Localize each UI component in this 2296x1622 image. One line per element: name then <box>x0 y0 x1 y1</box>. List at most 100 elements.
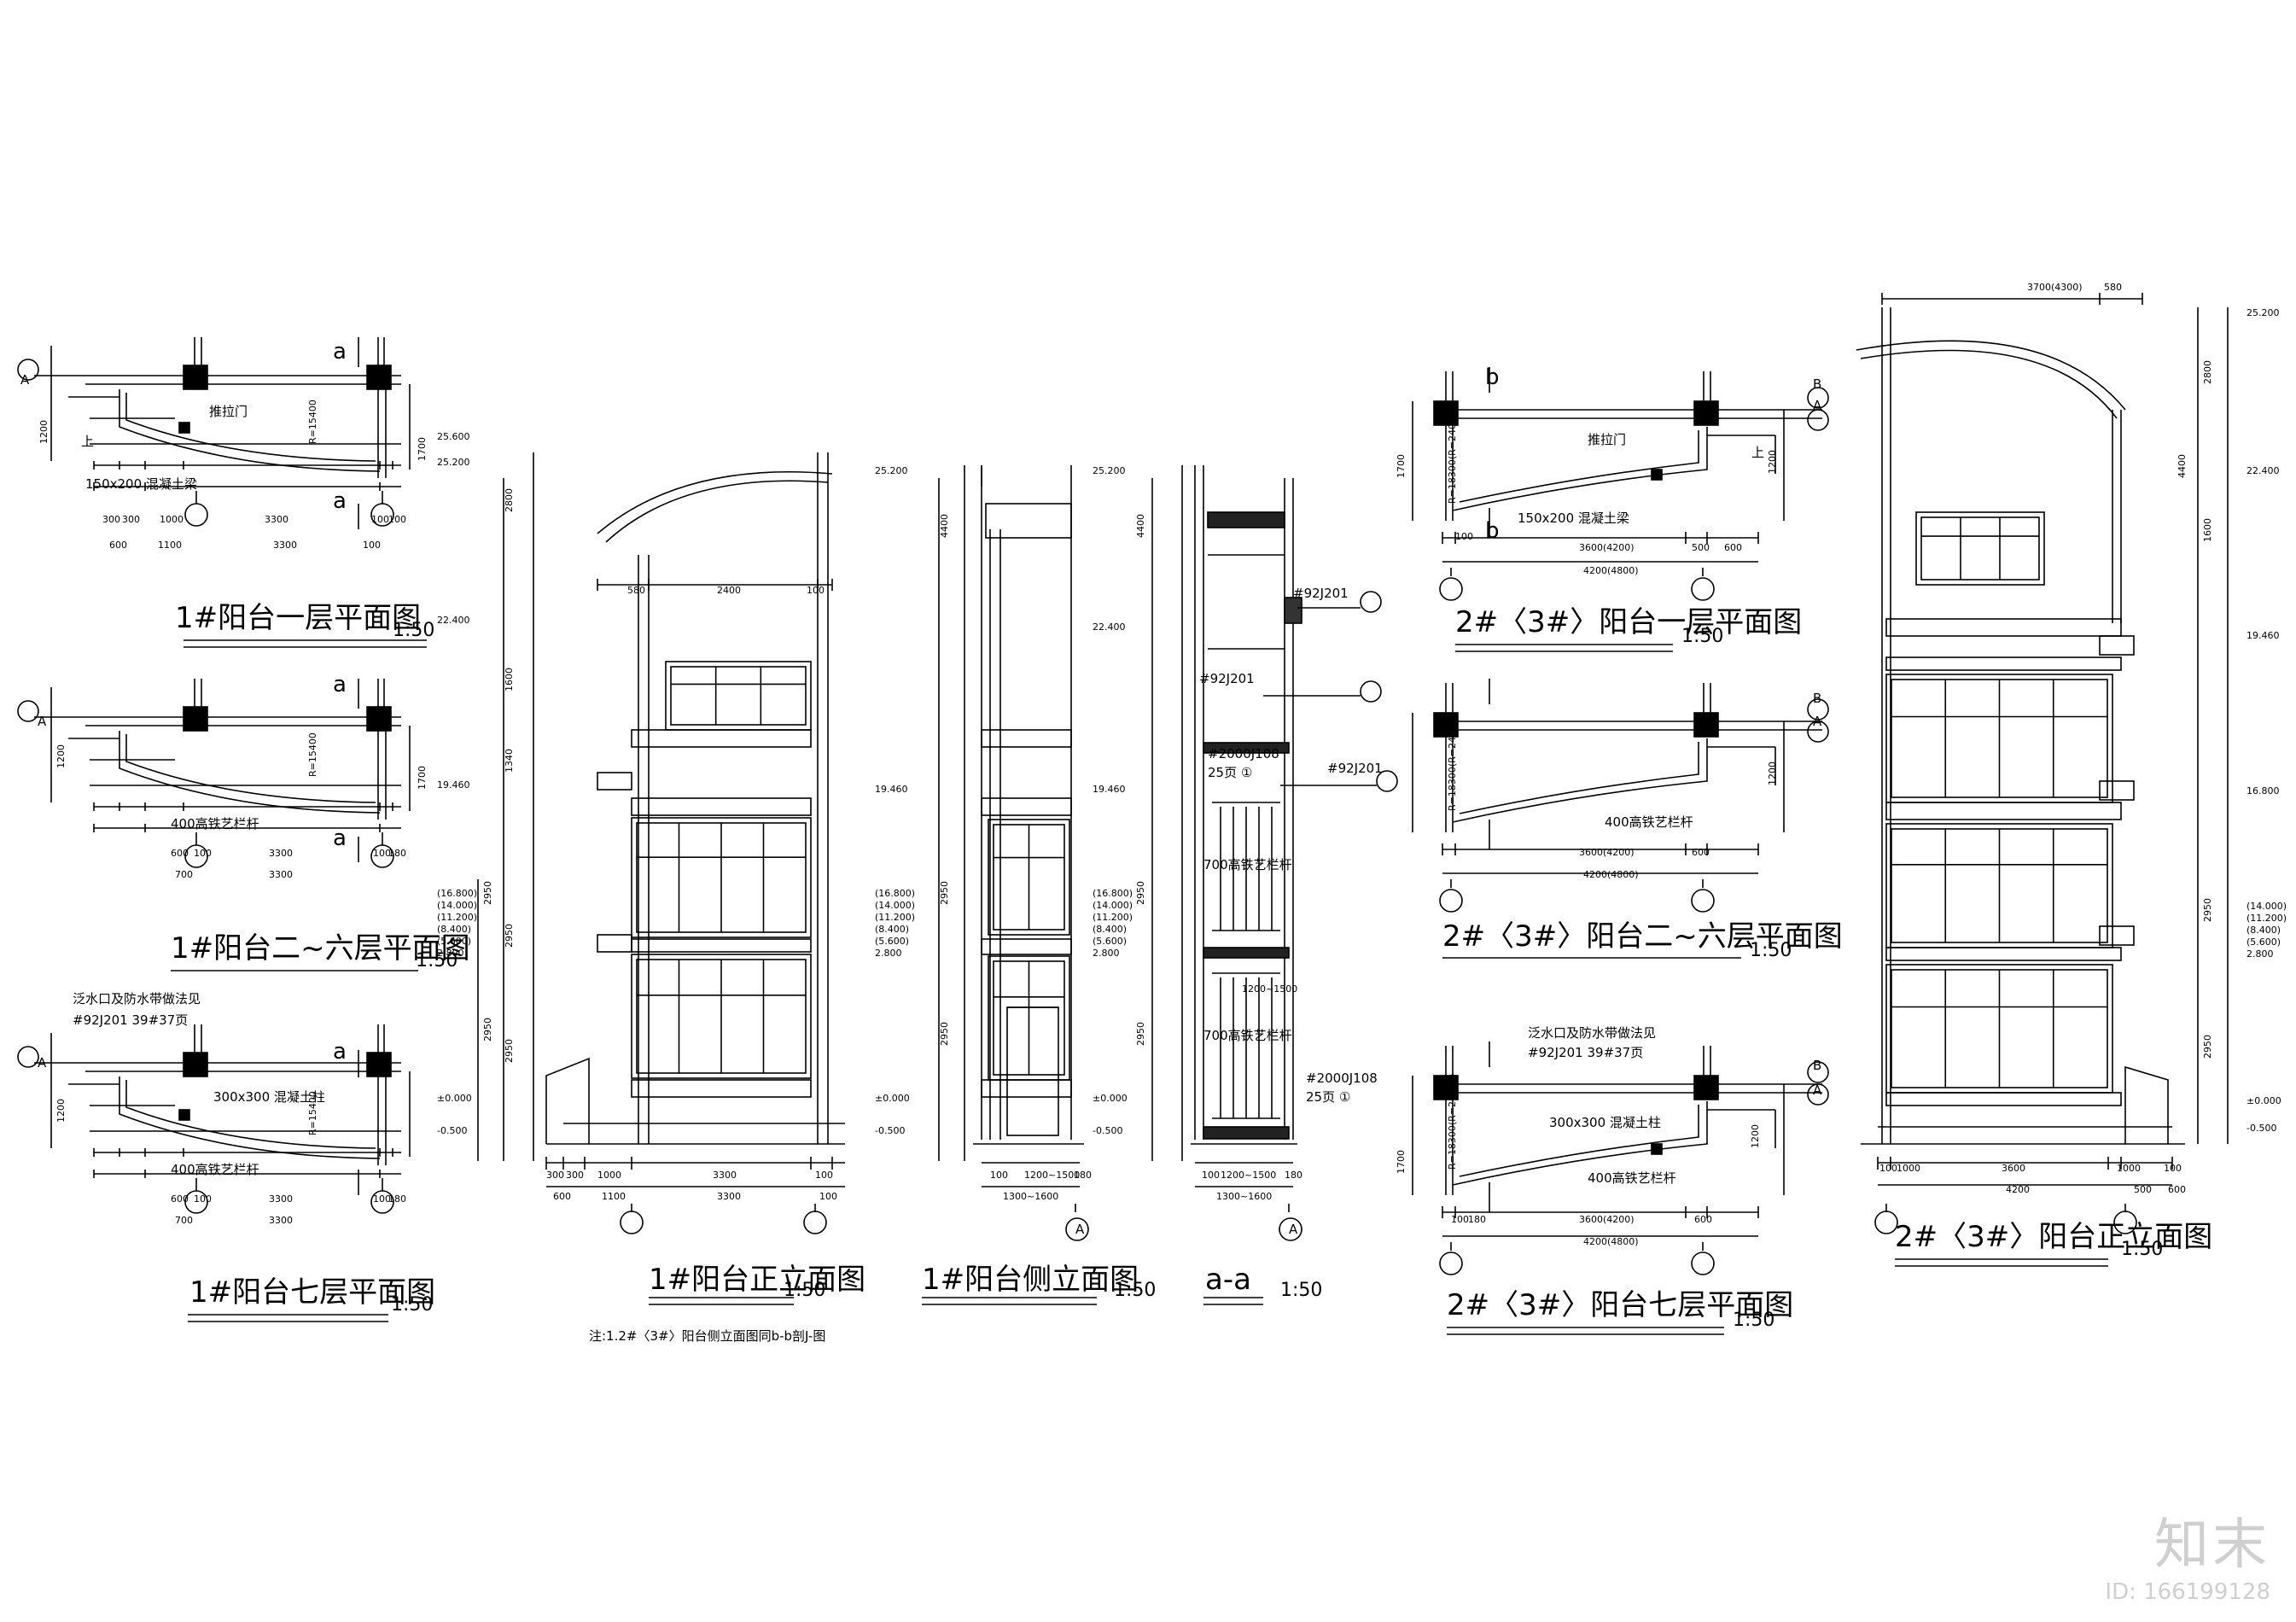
svg-text:(11.200): (11.200) <box>437 912 477 923</box>
svg-text:580: 580 <box>2104 282 2122 293</box>
axis-bubble <box>1874 1211 1898 1234</box>
column <box>366 1052 392 1077</box>
elevation-mark: 25.200 <box>437 457 470 468</box>
axis-bubble <box>1807 698 1829 721</box>
roof-slab <box>1207 511 1285 528</box>
elevation-mark: 16.800 <box>2246 785 2280 796</box>
svg-text:(11.200): (11.200) <box>1093 912 1133 923</box>
svg-text:300: 300 <box>546 1170 564 1181</box>
svg-text:(16.800): (16.800) <box>437 888 477 899</box>
section-mark-a: a <box>333 672 347 697</box>
svg-text:4400: 4400 <box>2177 454 2188 478</box>
svg-text:2.800: 2.800 <box>875 948 902 959</box>
elevation-stack: (16.800) (14.000) (11.200) (8.400) (5.60… <box>1093 888 1133 959</box>
svg-text:(5.600): (5.600) <box>2246 936 2281 948</box>
window <box>988 955 1070 1081</box>
svg-text:100: 100 <box>194 848 212 859</box>
roof-arc <box>605 480 829 543</box>
axis-bubble <box>1807 387 1829 409</box>
axis-bubble <box>1807 721 1829 743</box>
column <box>1693 1075 1719 1100</box>
svg-text:1100: 1100 <box>158 540 182 551</box>
window <box>1885 964 2113 1094</box>
label-ref-2000: #2000J108 <box>1306 1071 1378 1086</box>
svg-text:180: 180 <box>1285 1170 1302 1181</box>
svg-text:600: 600 <box>109 540 127 551</box>
svg-text:2950: 2950 <box>504 924 515 948</box>
slab-band <box>1885 947 2122 961</box>
elevation-mark: 25.200 <box>875 465 908 476</box>
slab-band <box>1885 802 2122 820</box>
window <box>1885 674 2113 803</box>
floor-slab <box>1203 947 1290 959</box>
title-1-front-elevation: 1#阳台正立面图 <box>649 1263 865 1297</box>
window-frame <box>1920 516 2040 581</box>
svg-text:(14.000): (14.000) <box>1093 900 1133 911</box>
window <box>1885 823 2113 948</box>
label-column: 300x300 混凝土柱 <box>1549 1115 1661 1130</box>
svg-text:4200(4800): 4200(4800) <box>1583 565 1639 576</box>
label-radius2: R=18300(R=24000) <box>1447 715 1458 811</box>
axis-bubble <box>1691 1252 1715 1275</box>
stair-wall <box>545 1057 590 1144</box>
svg-text:100: 100 <box>1451 1214 1469 1225</box>
axis-bubble <box>370 503 394 527</box>
svg-text:600: 600 <box>1724 542 1742 553</box>
svg-text:1000: 1000 <box>597 1170 621 1181</box>
dimension-row: 600 100 3300 100 180 700 3300 <box>171 848 406 880</box>
detail-callout <box>1360 591 1382 613</box>
svg-text:1000: 1000 <box>160 514 184 525</box>
elevation-mark: -0.500 <box>437 1125 467 1136</box>
roof-arc <box>1856 340 2126 411</box>
label-beam: 150x200 混凝土梁 <box>1518 511 1629 526</box>
axis-bubble <box>1439 1252 1463 1275</box>
label-radius: R=15400 <box>307 1091 318 1135</box>
svg-text:2.800: 2.800 <box>1093 948 1120 959</box>
slab-band <box>981 729 1072 748</box>
balcony-edge-inner <box>1459 430 1699 503</box>
balcony-edge <box>1452 1101 1708 1186</box>
label-door: 推拉门 <box>209 404 248 419</box>
label-ref-25: 25页 ① <box>1208 765 1252 780</box>
axis-bubble <box>1807 1083 1829 1106</box>
svg-text:300: 300 <box>122 514 140 525</box>
svg-text:1700: 1700 <box>1396 1150 1407 1174</box>
svg-text:100: 100 <box>1879 1163 1897 1174</box>
window-frame <box>670 666 807 726</box>
slab-band <box>631 729 812 748</box>
svg-text:(8.400): (8.400) <box>2246 925 2281 936</box>
axis-label-a: A <box>38 714 47 729</box>
column-small <box>1651 469 1663 481</box>
label-rail: 400高铁艺栏杆 <box>1588 1170 1676 1186</box>
axis-bubble <box>370 844 394 868</box>
svg-text:500: 500 <box>2134 1184 2152 1195</box>
svg-text:2950: 2950 <box>482 1018 493 1041</box>
svg-text:700: 700 <box>175 869 193 880</box>
svg-text:180: 180 <box>388 848 406 859</box>
dimension-row: 3700(4300) 580 100 1000 3600 1000 100 42… <box>1879 282 2186 1195</box>
svg-text:600: 600 <box>1694 1214 1712 1225</box>
svg-text:1100: 1100 <box>602 1191 626 1202</box>
svg-text:100: 100 <box>819 1191 837 1202</box>
axis-label-b: B <box>1813 691 1821 706</box>
title-2-floor7-plan: 2#〈3#〉阳台七层平面图 <box>1447 1288 1793 1322</box>
column <box>183 1052 208 1077</box>
balcony-edge-inner <box>125 393 376 462</box>
svg-text:600: 600 <box>171 848 189 859</box>
axis-label-a: A <box>1813 714 1822 729</box>
title-2-floor1-plan: 2#〈3#〉阳台一层平面图 <box>1455 605 1802 639</box>
detail-callout <box>1376 770 1398 792</box>
elevation-mark: 19.460 <box>875 784 908 795</box>
svg-text:1340: 1340 <box>504 749 515 773</box>
svg-text:600: 600 <box>1692 847 1710 858</box>
svg-text:4200(4800): 4200(4800) <box>1583 869 1639 880</box>
axis-bubble <box>17 700 39 722</box>
column <box>366 365 392 390</box>
svg-text:700: 700 <box>175 1215 193 1226</box>
elevation-stack: (16.800) (14.000) (11.200) (8.400) (5.60… <box>875 888 915 959</box>
svg-text:3300: 3300 <box>273 540 297 551</box>
svg-text:3300: 3300 <box>713 1170 737 1181</box>
title-1-floor2-6-plan: 1#阳台二~六层平面图 <box>171 931 470 966</box>
title-2-floor2-6-plan: 2#〈3#〉阳台二~六层平面图 <box>1442 919 1843 954</box>
label-drain-b: #92J201 39#37页 <box>1528 1045 1643 1060</box>
